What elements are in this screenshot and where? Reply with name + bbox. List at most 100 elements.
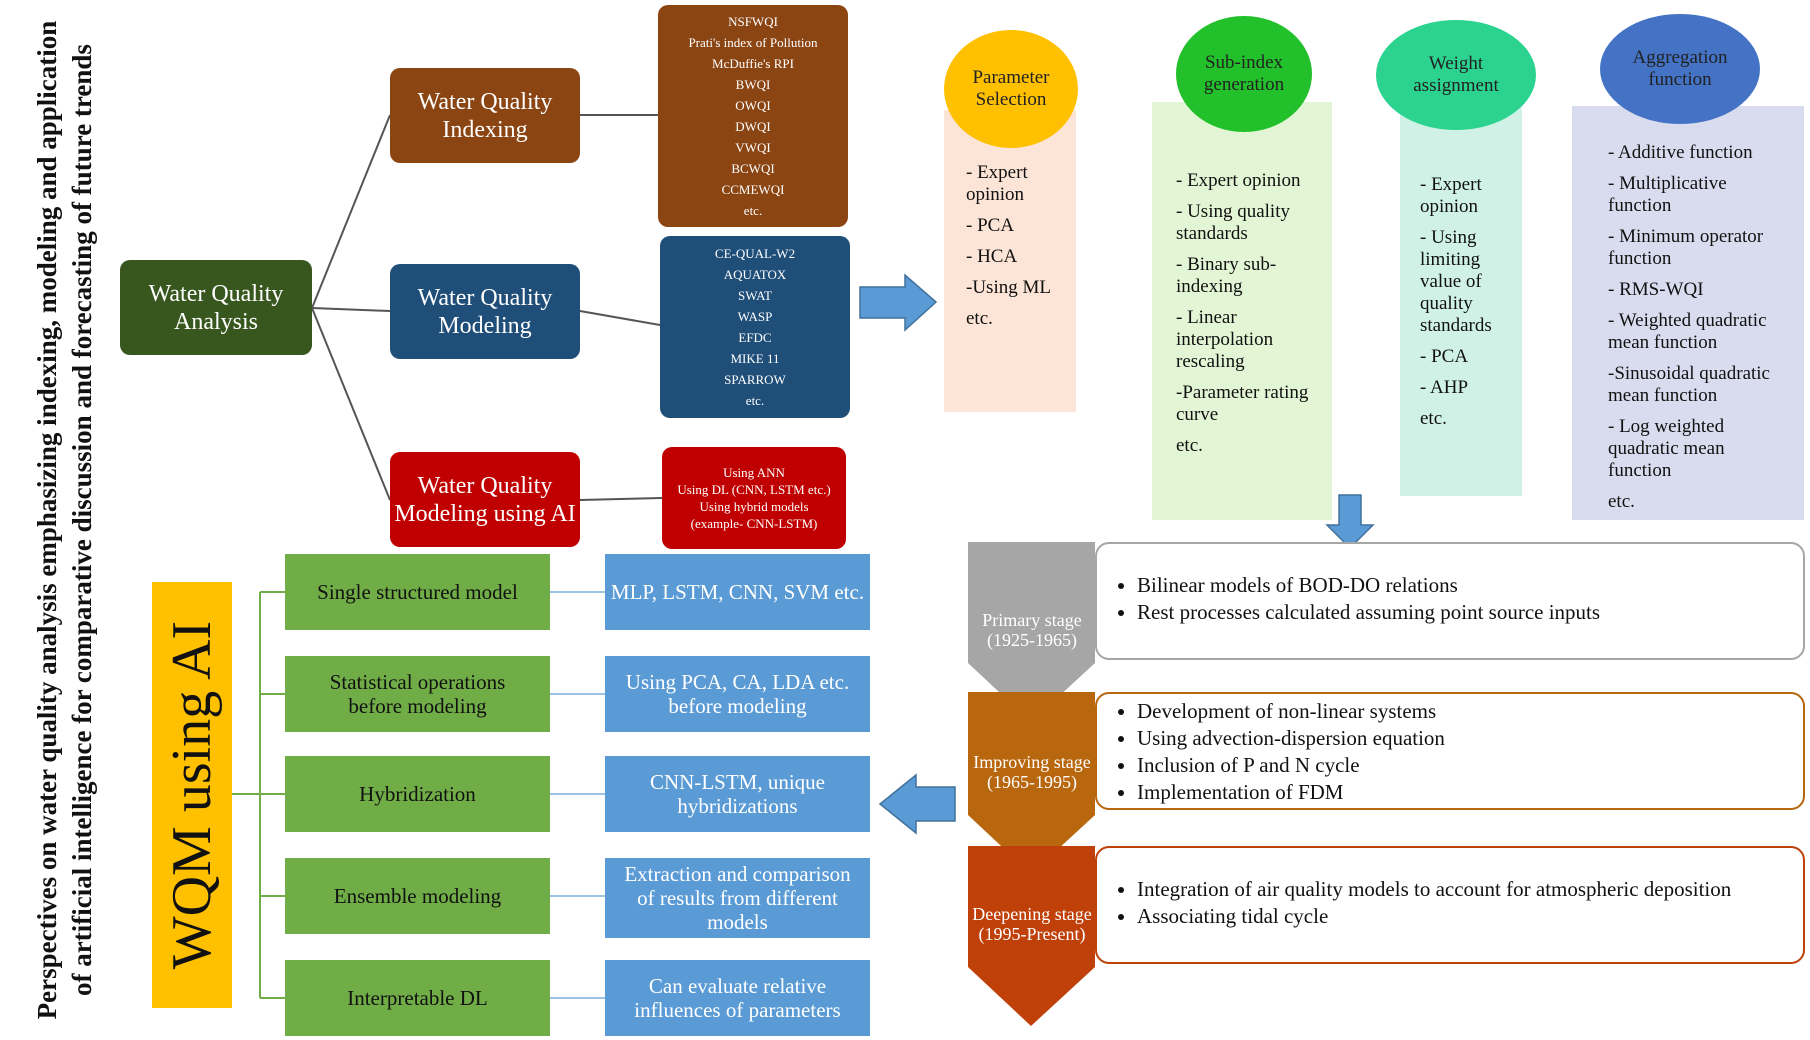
- connector-modeling-list: [579, 310, 661, 326]
- list-item: Using ANN: [723, 465, 785, 480]
- list-item: etc.: [743, 203, 763, 218]
- step-circle-sub-index: Sub-index generation: [1176, 16, 1312, 132]
- list-item: Prati's index of Pollution: [688, 35, 818, 50]
- list-item: - PCA: [966, 215, 1015, 236]
- root-node: Water Quality Analysis: [120, 260, 312, 355]
- list-item: DWQI: [735, 119, 771, 134]
- list-item: - RMS-WQI: [1608, 279, 1704, 300]
- list-item: - Expert opinion: [966, 162, 1028, 205]
- ai-approach-box: Statistical operations before modeling: [285, 656, 550, 732]
- ai-approach-box: Single structured model: [285, 554, 550, 630]
- list-item: etc.: [1420, 408, 1447, 429]
- indexing-list: NSFWQI Prati's index of Pollution McDuff…: [658, 5, 848, 227]
- list-item: etc.: [745, 393, 765, 408]
- step-column-weight: - Expert opinion - Using limiting value …: [1400, 102, 1522, 496]
- list-item: Using DL (CNN, LSTM etc.): [677, 482, 831, 497]
- ai-description-box: MLP, LSTM, CNN, SVM etc.: [605, 554, 870, 630]
- chevron-improving: [968, 692, 1095, 874]
- list-item: - Linear interpolation rescaling: [1176, 307, 1274, 372]
- list-item: VWQI: [735, 140, 771, 155]
- stage-box-deepening: Integration of air quality models to acc…: [1095, 846, 1805, 964]
- vertical-title-wrapper: Perspectives on water quality analysis e…: [0, 0, 130, 1040]
- stage-box-primary: Bilinear models of BOD-DO relations Rest…: [1095, 542, 1805, 660]
- list-item: CE-QUAL-W2: [714, 246, 796, 261]
- ai-description-box: Can evaluate relative influences of para…: [605, 960, 870, 1036]
- wqm-ai-label: WQM using AI: [161, 620, 223, 970]
- list-item: - Expert opinion: [1176, 170, 1301, 191]
- list-item: etc.: [966, 308, 993, 329]
- arrow-right: [859, 273, 938, 332]
- step-circle-aggregation: Aggregation function: [1600, 14, 1760, 124]
- modeling-list: CE-QUAL-W2 AQUATOX SWAT WASP EFDC MIKE 1…: [660, 236, 850, 418]
- branch-modeling: Water Quality Modeling: [390, 264, 580, 359]
- stage-label-primary: Primary stage (1925-1965): [982, 610, 1082, 650]
- stage-label-deepening: Deepening stage (1995-Present): [972, 904, 1092, 944]
- list-item: Using hybrid models: [699, 499, 809, 514]
- chevron-deepening: [968, 846, 1095, 1026]
- list-item: Integration of air quality models to acc…: [1137, 876, 1783, 903]
- ai-approach-box: Interpretable DL: [285, 960, 550, 1036]
- list-item: -Using ML: [966, 277, 1051, 298]
- list-item: Bilinear models of BOD-DO relations: [1137, 572, 1783, 599]
- connector-root-modeling: [311, 307, 391, 312]
- list-item: - Additive function: [1608, 142, 1753, 163]
- step-column-sub-index: - Expert opinion - Using quality standar…: [1152, 102, 1332, 520]
- list-item: - Minimum operator function: [1608, 226, 1764, 269]
- wqm-ai-label-box: WQM using AI: [152, 582, 232, 1008]
- list-item: McDuffie's RPI: [712, 56, 794, 71]
- connector-root-indexing: [311, 114, 391, 309]
- list-item: BWQI: [735, 77, 771, 92]
- step-circle-weight: Weight assignment: [1376, 20, 1536, 130]
- list-item: etc.: [1608, 491, 1635, 512]
- list-item: SWAT: [738, 288, 772, 303]
- list-item: (example- CNN-LSTM): [690, 516, 818, 531]
- step-column-parameter-selection: - Expert opinion - PCA - HCA -Using ML e…: [944, 110, 1076, 412]
- list-item: - HCA: [966, 246, 1018, 267]
- list-item: Development of non-linear systems: [1137, 698, 1783, 725]
- list-item: - PCA: [1420, 346, 1469, 367]
- step-circle-parameter-selection: Parameter Selection: [944, 30, 1078, 148]
- list-item: - Multiplicative function: [1608, 173, 1727, 216]
- list-item: MIKE 11: [730, 351, 780, 366]
- connector-root-ai: [311, 307, 391, 501]
- list-item: -Sinusoidal quadratic mean function: [1608, 363, 1770, 406]
- list-item: - Log weighted quadratic mean function: [1608, 416, 1725, 481]
- list-item: etc.: [1176, 435, 1203, 456]
- figure-title: Perspectives on water quality analysis e…: [32, 20, 97, 1020]
- list-item: - Weighted quadratic mean function: [1608, 310, 1767, 353]
- list-item: AQUATOX: [723, 267, 787, 282]
- ai-description-box: Extraction and comparison of results fro…: [605, 858, 870, 938]
- ai-description-box: CNN-LSTM, unique hybridizations: [605, 756, 870, 832]
- list-item: Inclusion of P and N cycle: [1137, 752, 1783, 779]
- list-item: Associating tidal cycle: [1137, 903, 1783, 930]
- list-item: - Expert opinion: [1420, 174, 1482, 217]
- list-item: EFDC: [738, 330, 772, 345]
- branch-ai: Water Quality Modeling using AI: [390, 452, 580, 547]
- step-column-aggregation: - Additive function - Multiplicative fun…: [1572, 106, 1804, 520]
- list-item: - Using quality standards: [1176, 201, 1290, 244]
- list-item: - AHP: [1420, 377, 1469, 398]
- arrow-down: [1325, 494, 1375, 550]
- list-item: WASP: [737, 309, 773, 324]
- connector-ai-list: [579, 497, 663, 501]
- list-item: OWQI: [735, 98, 771, 113]
- list-item: - Binary sub-indexing: [1176, 254, 1277, 297]
- list-item: Using advection-dispersion equation: [1137, 725, 1783, 752]
- list-item: -Parameter rating curve: [1176, 382, 1309, 425]
- ai-approach-box: Hybridization: [285, 756, 550, 832]
- stage-label-improving: Improving stage (1965-1995): [973, 752, 1091, 792]
- ai-description-box: Using PCA, CA, LDA etc. before modeling: [605, 656, 870, 732]
- ai-list: Using ANN Using DL (CNN, LSTM etc.) Usin…: [662, 447, 846, 549]
- list-item: Implementation of FDM: [1137, 779, 1783, 806]
- list-item: CCMEWQI: [721, 182, 785, 197]
- chevron-primary: [968, 542, 1095, 722]
- list-item: - Using limiting value of quality standa…: [1420, 227, 1492, 336]
- list-item: SPARROW: [724, 372, 786, 387]
- list-item: Rest processes calculated assuming point…: [1137, 599, 1783, 626]
- list-item: BCWQI: [731, 161, 775, 176]
- ai-approach-box: Ensemble modeling: [285, 858, 550, 934]
- arrow-left: [878, 773, 956, 835]
- list-item: NSFWQI: [728, 14, 778, 29]
- stage-box-improving: Development of non-linear systems Using …: [1095, 692, 1805, 810]
